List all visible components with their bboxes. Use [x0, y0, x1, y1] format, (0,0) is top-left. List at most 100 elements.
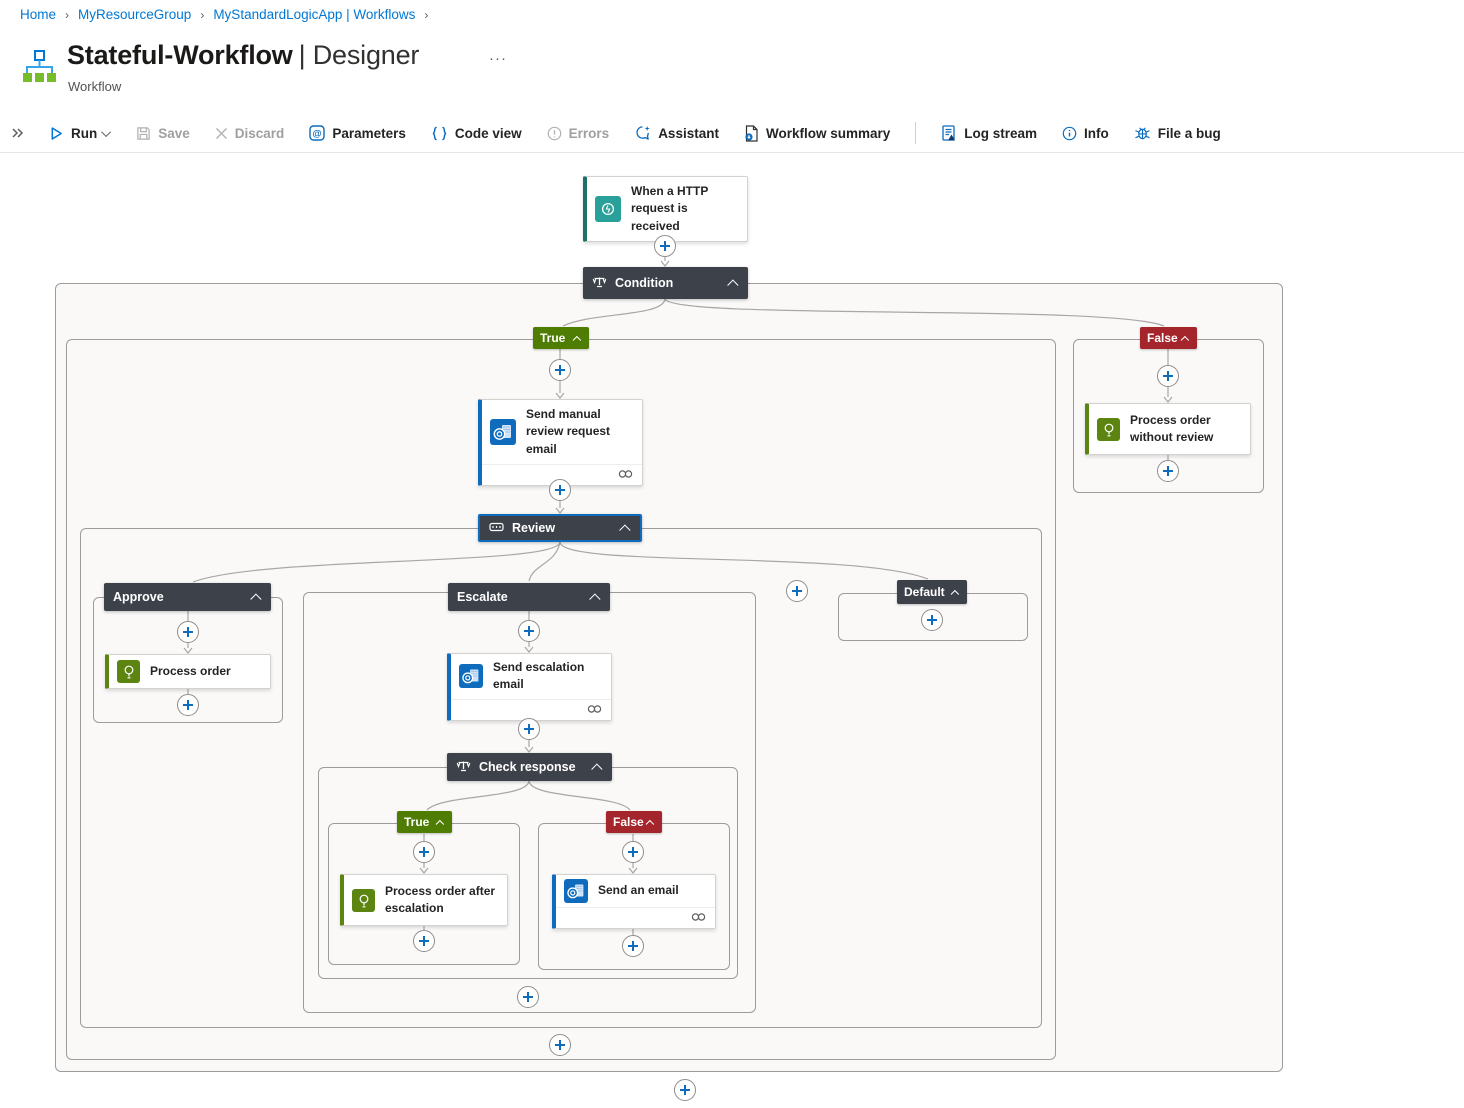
- save-icon: [136, 126, 151, 141]
- add-action-button[interactable]: [177, 694, 199, 716]
- run-button[interactable]: Run: [49, 126, 112, 141]
- chevron-up-icon: [950, 589, 960, 599]
- add-action-button[interactable]: [549, 479, 571, 501]
- condition-node[interactable]: Condition: [583, 267, 748, 299]
- trigger-label: When a HTTP request is received: [631, 184, 709, 233]
- add-action-button[interactable]: [518, 620, 540, 642]
- outlook-icon: [459, 664, 483, 689]
- chevron-up-icon: [591, 763, 603, 775]
- review-switch-node[interactable]: Review: [478, 514, 642, 542]
- action-label: Send manual review request email: [526, 407, 611, 456]
- add-action-button[interactable]: [413, 930, 435, 952]
- action-card-send-escalation-email[interactable]: Send escalation email: [447, 653, 612, 721]
- check-response-node[interactable]: Check response: [447, 753, 612, 781]
- parameters-at-icon: @: [309, 125, 326, 141]
- more-options-icon[interactable]: ···: [489, 50, 507, 67]
- toolbar-divider-line: [0, 152, 1464, 153]
- chevron-up-icon: [435, 819, 445, 829]
- add-action-button[interactable]: [517, 986, 539, 1008]
- action-card-send-an-email[interactable]: Send an email: [552, 874, 716, 929]
- chevron-up-icon: [619, 524, 631, 536]
- lightbulb-icon: [117, 660, 140, 683]
- action-card-process-order[interactable]: Process order: [105, 654, 271, 689]
- false-branch-badge[interactable]: False: [1140, 327, 1197, 349]
- connection-icon: [587, 701, 602, 719]
- condition-label: Condition: [615, 276, 674, 290]
- escalate-case-header[interactable]: Escalate: [448, 583, 610, 611]
- svg-text:@: @: [313, 129, 322, 140]
- log-document-icon: [941, 124, 957, 142]
- chevron-up-icon: [727, 279, 739, 291]
- chevron-up-icon: [645, 819, 655, 829]
- save-button[interactable]: Save: [136, 126, 190, 141]
- add-action-button[interactable]: [518, 718, 540, 740]
- bug-icon: [1134, 125, 1151, 141]
- breadcrumb-home-link[interactable]: Home: [20, 7, 57, 22]
- chevron-up-icon: [589, 593, 601, 605]
- errors-button[interactable]: Errors: [547, 126, 609, 141]
- add-action-button[interactable]: [654, 235, 676, 257]
- chevron-up-icon: [250, 593, 262, 605]
- close-icon: [215, 127, 228, 140]
- escalate-case-label: Escalate: [457, 590, 508, 604]
- http-request-icon: [595, 196, 621, 223]
- outlook-icon: [490, 419, 516, 446]
- breadcrumb-resource-group-link[interactable]: MyResourceGroup: [78, 7, 192, 22]
- add-action-button[interactable]: [413, 841, 435, 863]
- action-label: Process order after escalation: [385, 883, 496, 915]
- discard-button[interactable]: Discard: [215, 126, 284, 141]
- breadcrumb-logicapp-workflows-link[interactable]: MyStandardLogicApp | Workflows: [213, 7, 416, 22]
- action-card-process-order-without-review[interactable]: Process order without review: [1085, 403, 1251, 455]
- default-case-badge[interactable]: Default: [897, 580, 967, 604]
- action-label: Send an email: [598, 883, 679, 898]
- assistant-button[interactable]: Assistant: [634, 125, 719, 141]
- log-stream-button[interactable]: Log stream: [941, 124, 1037, 142]
- outlook-icon: [564, 879, 588, 903]
- chevron-up-icon: [1180, 335, 1190, 345]
- add-action-button[interactable]: [549, 359, 571, 381]
- add-action-button[interactable]: [549, 1034, 571, 1056]
- action-card-send-manual-review[interactable]: Send manual review request email: [478, 399, 643, 487]
- action-card-process-order-after-escalation[interactable]: Process order after escalation: [340, 874, 508, 926]
- add-action-button[interactable]: [177, 621, 199, 643]
- expand-panel-icon[interactable]: [10, 126, 24, 140]
- check-false-badge[interactable]: False: [606, 811, 662, 833]
- connection-icon: [618, 466, 633, 484]
- condition-icon: [592, 275, 607, 292]
- review-label: Review: [512, 521, 556, 535]
- action-label: Process order: [150, 663, 231, 678]
- add-action-button[interactable]: [1157, 460, 1179, 482]
- connection-icon: [691, 909, 706, 927]
- action-label: Process order without review: [1130, 412, 1214, 444]
- check-true-badge[interactable]: True: [397, 811, 452, 833]
- add-case-button[interactable]: [786, 580, 808, 602]
- add-action-button[interactable]: [674, 1079, 696, 1101]
- info-button[interactable]: Info: [1062, 126, 1109, 141]
- approve-case-header[interactable]: Approve: [104, 583, 271, 611]
- code-braces-icon: [431, 126, 448, 141]
- workflow-summary-button[interactable]: Workflow summary: [744, 124, 890, 142]
- true-branch-badge[interactable]: True: [533, 327, 589, 349]
- page-subtitle: Workflow: [68, 79, 122, 94]
- code-view-button[interactable]: Code view: [431, 126, 522, 141]
- add-action-button[interactable]: [1157, 365, 1179, 387]
- file-a-bug-button[interactable]: File a bug: [1134, 125, 1221, 141]
- trigger-card-http-request[interactable]: When a HTTP request is received: [583, 176, 748, 243]
- parameters-button[interactable]: @ Parameters: [309, 125, 406, 141]
- workflow-logo-icon: [22, 50, 56, 91]
- action-label: Send escalation email: [493, 660, 585, 692]
- command-bar: Run Save Discard @ Parameters Code view …: [0, 114, 1464, 152]
- add-action-button[interactable]: [921, 609, 943, 631]
- approve-case-label: Approve: [113, 590, 164, 604]
- check-response-label: Check response: [479, 760, 576, 774]
- chevron-up-icon: [572, 335, 582, 345]
- breadcrumb: Home› MyResourceGroup› MyStandardLogicAp…: [20, 7, 429, 22]
- add-action-button[interactable]: [622, 841, 644, 863]
- document-download-icon: [744, 124, 759, 142]
- assistant-chat-sparkle-icon: [634, 125, 651, 141]
- add-action-button[interactable]: [622, 935, 644, 957]
- chevron-down-icon: [101, 126, 112, 137]
- info-circle-icon: [1062, 126, 1077, 141]
- lightbulb-icon: [1097, 417, 1120, 441]
- play-icon: [49, 126, 64, 141]
